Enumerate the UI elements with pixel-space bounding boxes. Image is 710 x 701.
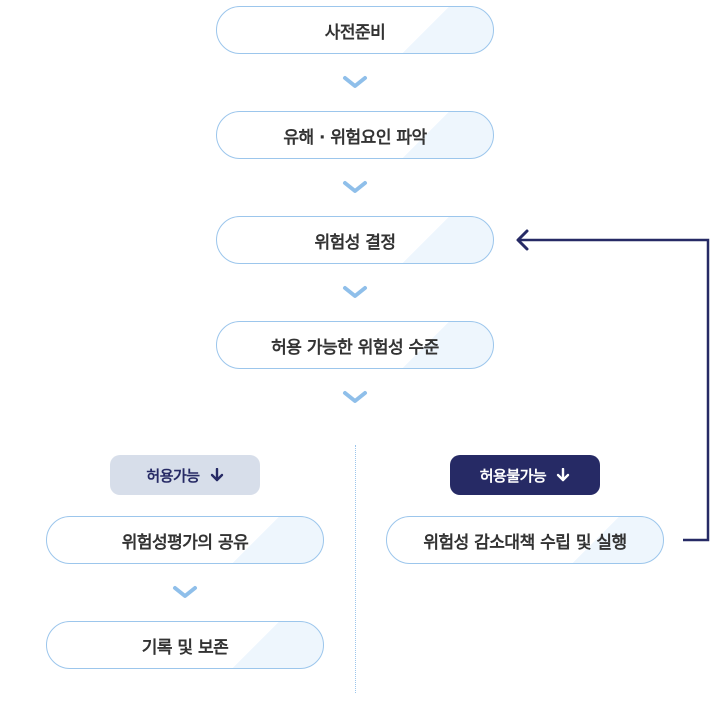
arrow-left-icon (516, 229, 529, 251)
badge-unacceptable: 허용불가능 (450, 455, 600, 495)
arrow-down-icon (210, 468, 223, 482)
badge-acceptable: 허용가능 (110, 455, 260, 495)
step-record-keeping: 기록 및 보존 (46, 621, 324, 669)
arrow-down-icon (557, 468, 570, 482)
step-risk-reduction-measures: 위험성 감소대책 수립 및 실행 (386, 516, 664, 564)
step-hazard-identification: 유해 · 위험요인 파악 (216, 111, 494, 159)
step-label: 사전준비 (324, 22, 386, 43)
badge-label: 허용가능 (146, 466, 200, 485)
badge-label: 허용불가능 (479, 466, 547, 485)
branch-divider (355, 445, 356, 693)
chevron-down-icon (343, 76, 367, 88)
step-share-assessment: 위험성평가의 공유 (46, 516, 324, 564)
step-label: 기록 및 보존 (141, 637, 229, 658)
step-label: 위험성평가의 공유 (121, 532, 249, 553)
step-label: 유해 · 위험요인 파악 (283, 127, 427, 148)
step-preparation: 사전준비 (216, 6, 494, 54)
chevron-down-icon (173, 586, 197, 598)
step-risk-determination: 위험성 결정 (216, 216, 494, 264)
step-label: 위험성 감소대책 수립 및 실행 (423, 532, 627, 553)
chevron-down-icon (343, 391, 367, 403)
step-acceptable-risk-level: 허용 가능한 위험성 수준 (216, 321, 494, 369)
step-label: 허용 가능한 위험성 수준 (271, 337, 439, 358)
chevron-down-icon (343, 286, 367, 298)
chevron-down-icon (343, 181, 367, 193)
step-label: 위험성 결정 (314, 232, 396, 253)
loop-back-line (518, 238, 710, 542)
